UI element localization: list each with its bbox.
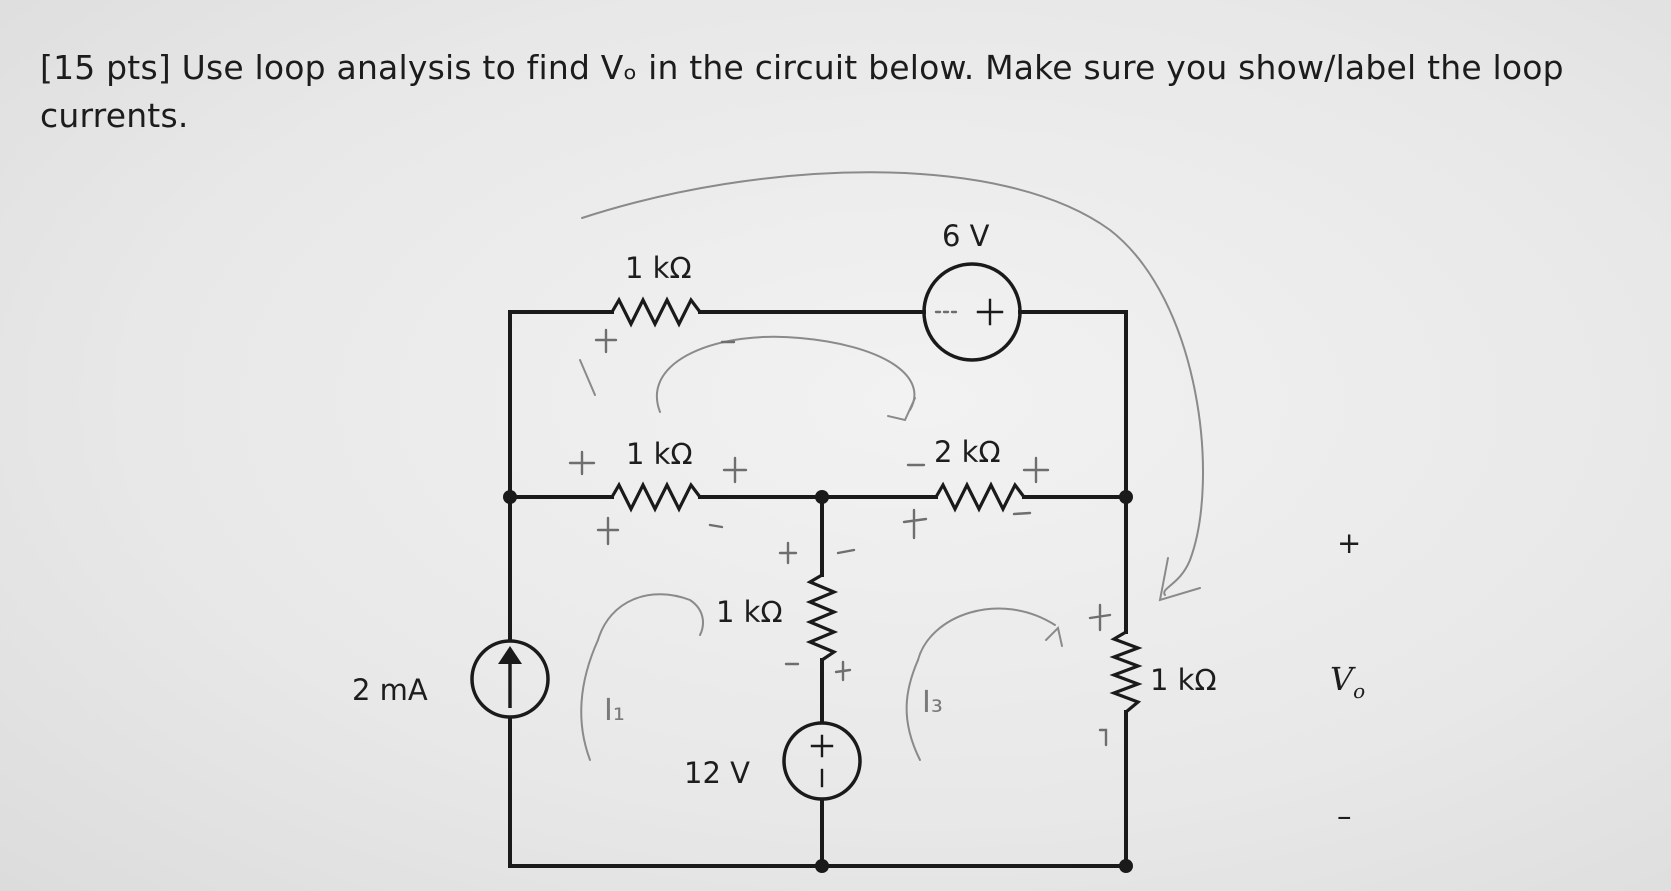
plus-sign-icon [810, 734, 834, 758]
pencil-arc-loop3 [917, 607, 1056, 661]
label-v-source-top: 6 V [942, 219, 990, 253]
voltage-source-6v [922, 262, 1022, 362]
plus-sign-icon [976, 298, 1004, 326]
pencil-slash [579, 359, 596, 396]
pencil-arc-mid [656, 335, 916, 413]
vo-label-main: V [1330, 660, 1356, 698]
minus-sign-icon [1098, 728, 1108, 747]
vo-minus-sign: – [1337, 799, 1352, 833]
junction-dot-center [815, 490, 829, 504]
label-r-mid-right: 2 kΩ [934, 435, 1001, 469]
pencil-arc-loop3-arrow [1045, 626, 1063, 647]
question-text: [15 pts] Use loop analysis to find Vₒ in… [40, 44, 1630, 140]
wire-top-right [1018, 310, 1128, 499]
pencil-arc-loop1 [597, 593, 704, 641]
junction-dot-bottom-right [1119, 859, 1133, 873]
junction-dot-left [503, 490, 517, 504]
resistor-mid-right [934, 481, 1026, 513]
minus-sign-icon [708, 523, 724, 529]
current-source-arrow-up-icon [498, 646, 522, 664]
polarity-marks [568, 328, 1112, 747]
vo-label-subscript: o [1353, 679, 1365, 703]
minus-sign-icon [1012, 511, 1032, 516]
pencil-arc-loop1-left [580, 639, 599, 761]
pencil-arc-mid-arrow [887, 397, 916, 422]
current-source-2ma [470, 639, 550, 719]
pencil-annotations [579, 171, 1204, 761]
resistor-top [610, 296, 702, 328]
junction-dot-bottom-center [815, 859, 829, 873]
junction-dot-right [1119, 490, 1133, 504]
vo-plus-sign: + [1337, 526, 1361, 560]
resistor-right-vertical [1109, 630, 1143, 714]
plus-sign-icon [1022, 456, 1050, 484]
circuit-wires [508, 310, 1128, 868]
question-line-2: currents. [40, 96, 189, 135]
plus-sign-icon [834, 660, 852, 682]
vo-label: Vo [1330, 660, 1365, 703]
pencil-arc-outer-arrow [1158, 557, 1201, 602]
plus-sign-icon [596, 516, 620, 546]
plus-sign-icon [722, 456, 748, 484]
label-r-top: 1 kΩ [625, 251, 692, 285]
loop-label-i1: I₁ [604, 693, 625, 728]
voltage-source-6v-circle [922, 262, 1022, 362]
plus-sign-icon [568, 450, 596, 476]
minus-sign-icon [836, 548, 856, 555]
plus-sign-icon [778, 541, 798, 565]
voltage-source-12v-circle [782, 721, 862, 801]
pencil-arc-outer [581, 171, 1204, 596]
plus-sign-icon [1088, 603, 1112, 632]
pencil-arc-loop3-left [905, 659, 921, 761]
voltage-source-12v [782, 721, 862, 801]
resistor-mid-left [610, 481, 702, 513]
label-r-right-vertical: 1 kΩ [1150, 663, 1217, 697]
label-current-source: 2 mA [352, 673, 428, 707]
label-v-source-bottom: 12 V [684, 756, 750, 790]
plus-sign-icon [594, 328, 618, 354]
label-r-center-vertical: 1 kΩ [716, 595, 783, 629]
resistor-center-vertical [805, 573, 839, 662]
question-line-1: [15 pts] Use loop analysis to find Vₒ in… [40, 48, 1564, 87]
plus-sign-icon [902, 508, 928, 540]
current-source-circle [470, 639, 550, 719]
loop-label-i3: I₃ [922, 685, 943, 720]
label-r-mid-left: 1 kΩ [626, 437, 693, 471]
